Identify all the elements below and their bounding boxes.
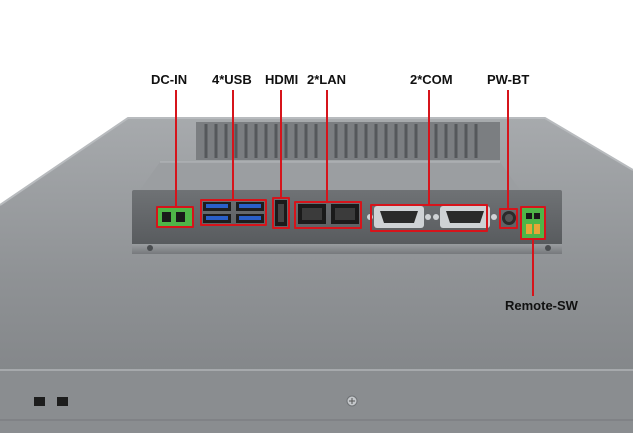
power-button <box>502 211 516 225</box>
leader-usb <box>232 90 234 200</box>
hdmi-port <box>275 200 287 226</box>
label-com: 2*COM <box>410 72 453 87</box>
callout-dc-in <box>156 206 194 228</box>
callout-com <box>370 204 488 232</box>
usb-ports <box>203 202 264 223</box>
callout-lan <box>294 201 362 229</box>
leader-com <box>428 90 430 204</box>
label-dc-in: DC-IN <box>151 72 188 87</box>
label-remote-sw: Remote-SW <box>505 298 578 313</box>
vent-slot <box>34 397 45 406</box>
dc-in-connector <box>158 208 192 226</box>
callout-hdmi <box>272 197 290 229</box>
leader-remote-sw <box>532 238 534 296</box>
io-enclosure <box>140 162 520 190</box>
label-lan: 2*LAN <box>307 72 347 87</box>
leader-pw-bt <box>507 90 509 208</box>
label-hdmi: HDMI <box>265 72 299 87</box>
label-usb: 4*USB <box>212 72 252 87</box>
remote-sw-terminal <box>522 208 544 238</box>
lan-ports <box>298 204 359 224</box>
leader-lan <box>326 90 328 202</box>
vent-slot <box>57 397 68 406</box>
chassis-bottom-edge <box>0 370 633 433</box>
callout-pw-bt <box>499 208 518 229</box>
callout-remote-sw <box>520 206 546 240</box>
heatsink <box>196 122 500 160</box>
callout-usb <box>200 199 267 226</box>
leader-hdmi <box>280 90 282 198</box>
com-ports <box>367 206 497 228</box>
label-pw-bt: PW-BT <box>487 72 530 87</box>
leader-dc-in <box>175 90 177 206</box>
